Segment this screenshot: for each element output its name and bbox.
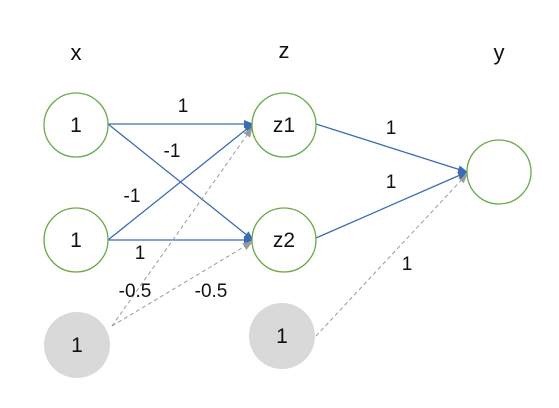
edge-bias-z1 [111,127,253,327]
weight-bias-y: 1 [402,254,413,275]
weight-x2-z1: -1 [124,186,141,207]
edge-bias-z2 [111,241,253,327]
edge-z2-y [315,171,468,239]
node-x1 [43,92,109,158]
node-x-bias-label: 1 [71,334,83,357]
node-z-bias [249,303,315,369]
weight-x1-z1: 1 [178,96,189,117]
node-x2-label: 1 [70,229,82,252]
weight-x2-z2: 1 [135,243,146,264]
edge-bias-y [315,173,468,337]
weight-bias-z2: -0.5 [195,281,228,302]
weight-x1-z2: -1 [164,141,181,162]
edge-z1-y [315,123,468,174]
node-z2-label: z2 [273,229,295,252]
node-x2 [43,207,109,273]
node-z1 [251,92,317,158]
column-title-x: x [71,40,82,65]
column-title-y: y [494,40,505,65]
weight-bias-z1: -0.5 [119,281,152,302]
edge-x2-z1 [107,123,254,241]
column-title-z: z [279,38,290,63]
weight-z2-y: 1 [386,172,397,193]
node-z-bias-label: 1 [276,325,288,348]
node-x1-label: 1 [70,114,82,137]
node-z2 [251,207,317,273]
node-x-bias [44,312,110,378]
node-z1-label: z1 [273,114,295,137]
weight-z1-y: 1 [386,118,397,139]
node-y [466,139,532,205]
